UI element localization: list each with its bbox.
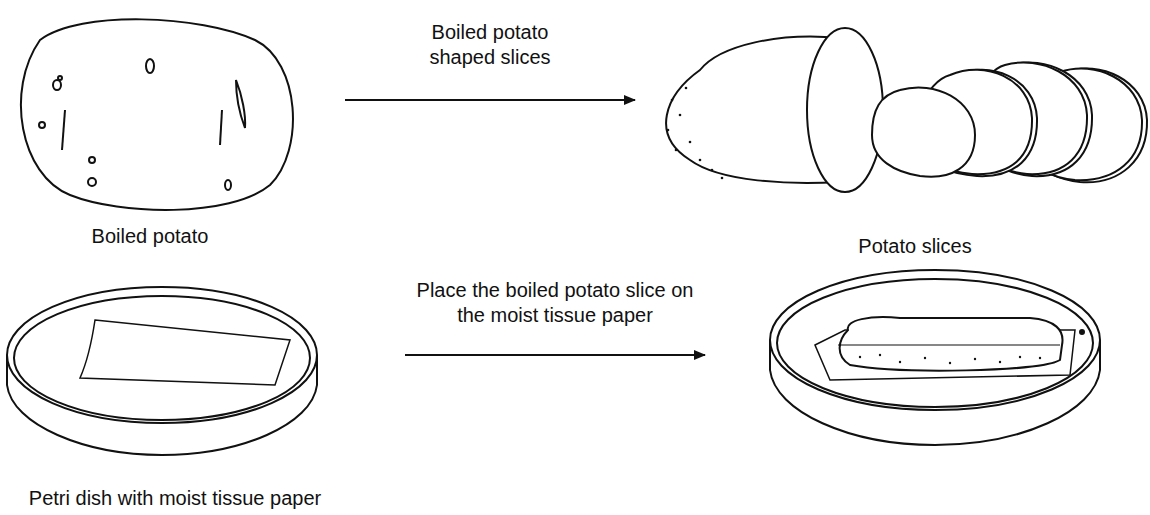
boiled-potato	[21, 19, 293, 210]
image-caption: Boiled potato	[10, 224, 290, 249]
potato-slices	[666, 28, 1147, 192]
image-caption: Petri dish with moist tissue paper	[5, 486, 345, 511]
arrow-label: Place the boiled potato slice on the moi…	[405, 278, 705, 328]
arrow	[405, 354, 705, 356]
arrow	[345, 99, 635, 101]
image-caption: Potato slices	[775, 234, 1055, 259]
arrow-label: Boiled potato shaped slices	[405, 20, 575, 70]
petri-dish-with-slice	[770, 270, 1100, 445]
petri-dish	[7, 287, 317, 455]
